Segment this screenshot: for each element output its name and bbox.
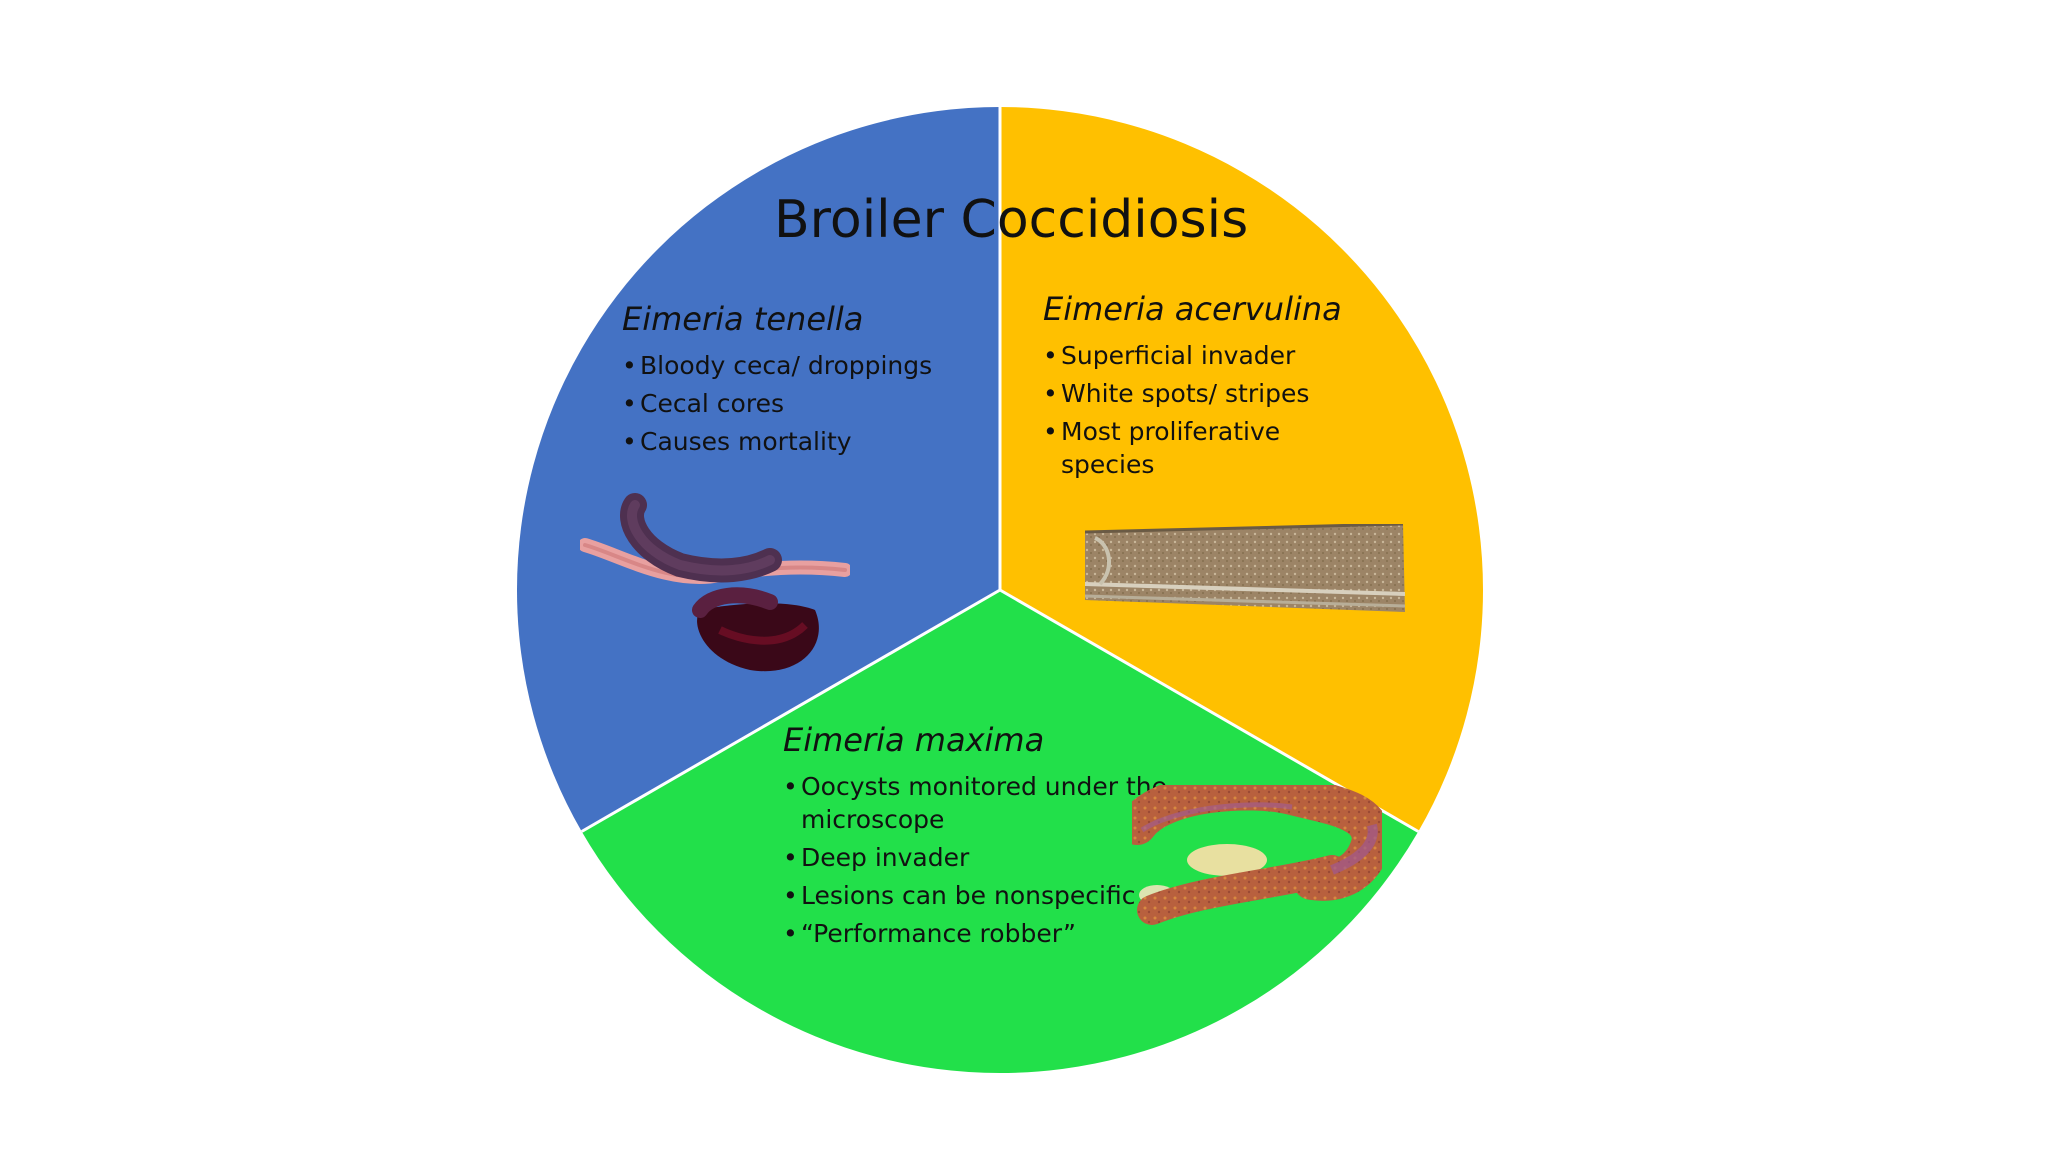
- bullet-dot: •: [783, 772, 798, 801]
- bullet-dot: •: [622, 427, 637, 456]
- pie-divider-left: [580, 588, 1001, 833]
- pie-slice-tenella: [516, 107, 1000, 832]
- bullet-text: Superficial invader: [1061, 341, 1296, 370]
- bullet-item: •Lesions can be nonspecific: [783, 879, 1173, 912]
- bullet-item: •Causes mortality: [622, 425, 982, 458]
- intestine-white-spots-photo: [1085, 524, 1405, 612]
- bullet-item: •Deep invader: [783, 841, 1173, 874]
- bullet-text: White spots/ stripes: [1061, 379, 1310, 408]
- bullet-dot: •: [1043, 341, 1058, 370]
- bloody-ceca-photo: [580, 493, 850, 672]
- bullet-text: Lesions can be nonspecific: [801, 881, 1136, 910]
- segment-maxima: Eimeria maxima •Oocysts monitored under …: [783, 720, 1173, 955]
- bullet-dot: •: [783, 843, 798, 872]
- diagram-title: Broiler Coccidiosis: [774, 190, 1249, 250]
- bullet-text: Oocysts monitored under the microscope: [801, 772, 1167, 834]
- bullet-item: •Bloody ceca/ droppings: [622, 349, 982, 382]
- intestine-lesion-photo: [1132, 785, 1382, 925]
- bullet-text: “Performance robber”: [801, 919, 1076, 948]
- bullet-text: Causes mortality: [640, 427, 852, 456]
- segment-acervulina: Eimeria acervulina •Superficial invader …: [1043, 289, 1373, 486]
- bullet-list-maxima: •Oocysts monitored under the microscope …: [783, 770, 1173, 950]
- bullet-dot: •: [783, 919, 798, 948]
- bullet-text: Bloody ceca/ droppings: [640, 351, 933, 380]
- bullet-dot: •: [1043, 417, 1058, 446]
- bullet-text: Cecal cores: [640, 389, 784, 418]
- bullet-dot: •: [783, 881, 798, 910]
- segment-heading-maxima: Eimeria maxima: [783, 721, 1045, 759]
- bullet-dot: •: [622, 351, 637, 380]
- bullet-item: •White spots/ stripes: [1043, 377, 1373, 410]
- bullet-text: Most proliferative species: [1061, 417, 1281, 479]
- bullet-item: •Cecal cores: [622, 387, 982, 420]
- bullet-item: •Most proliferative species: [1043, 415, 1301, 481]
- bullet-dot: •: [622, 389, 637, 418]
- segment-heading-tenella: Eimeria tenella: [622, 300, 864, 338]
- bullet-item: •“Performance robber”: [783, 917, 1173, 950]
- bullet-item: •Superficial invader: [1043, 339, 1373, 372]
- segment-heading-acervulina: Eimeria acervulina: [1043, 290, 1342, 328]
- pie-slice-acervulina: [1000, 106, 1484, 832]
- bullet-list-tenella: •Bloody ceca/ droppings •Cecal cores •Ca…: [622, 349, 982, 458]
- segment-tenella: Eimeria tenella •Bloody ceca/ droppings …: [622, 299, 982, 463]
- bullet-list-acervulina: •Superficial invader •White spots/ strip…: [1043, 339, 1373, 481]
- bullet-dot: •: [1043, 379, 1058, 408]
- bullet-item: •Oocysts monitored under the microscope: [783, 770, 1181, 836]
- bullet-text: Deep invader: [801, 843, 970, 872]
